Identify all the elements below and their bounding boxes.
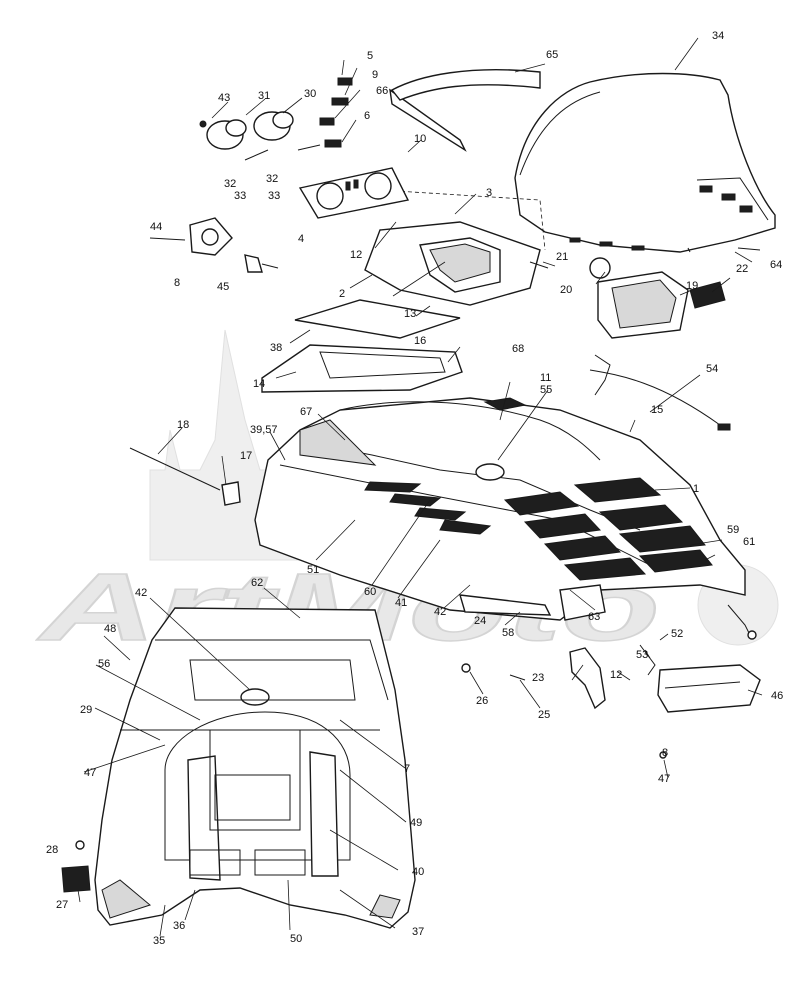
callout-48: 48 xyxy=(104,623,116,635)
callout-42-pan: 42 xyxy=(135,587,147,599)
callout-23: 23 xyxy=(532,672,544,684)
callout-12-console: 12 xyxy=(350,249,362,261)
callout-5: 5 xyxy=(367,50,373,62)
callout-54: 54 xyxy=(706,363,718,375)
callout-52: 52 xyxy=(671,628,683,640)
callout-30: 30 xyxy=(304,88,316,100)
callout-40: 40 xyxy=(412,866,424,878)
callout-8-lower: 8 xyxy=(662,747,668,759)
callout-62: 62 xyxy=(251,577,263,589)
leader-lines xyxy=(77,37,763,937)
callout-46: 46 xyxy=(771,690,783,702)
windshield xyxy=(514,72,776,253)
callout-36: 36 xyxy=(173,920,185,932)
callout-49: 49 xyxy=(410,817,422,829)
callout-55: 55 xyxy=(540,384,552,396)
callout-8-ignition: 8 xyxy=(174,277,180,289)
callout-27: 27 xyxy=(56,899,68,911)
callout-68: 68 xyxy=(512,343,524,355)
gauge-panel xyxy=(298,167,410,219)
callout-11: 11 xyxy=(540,372,551,384)
callout-24: 24 xyxy=(474,615,486,627)
callout-34: 34 xyxy=(712,30,724,42)
callout-13: 13 xyxy=(404,308,416,320)
callout-45: 45 xyxy=(217,281,229,293)
callout-25: 25 xyxy=(538,709,550,721)
callout-15: 15 xyxy=(651,404,663,416)
callout-6: 6 xyxy=(364,110,370,122)
callout-labels: 1 2 3 4 5 6 7 8 8 9 10 11 12 12 13 14 15… xyxy=(46,30,783,947)
callout-3: 3 xyxy=(486,187,492,199)
callout-10: 10 xyxy=(414,133,426,145)
callout-22: 22 xyxy=(736,263,748,275)
callout-59: 59 xyxy=(727,524,739,536)
windshield-trim xyxy=(389,69,541,152)
callout-51: 51 xyxy=(307,564,319,576)
callout-9: 9 xyxy=(372,69,378,81)
callout-33-left: 33 xyxy=(234,190,246,202)
callout-4: 4 xyxy=(298,233,304,245)
callout-67: 67 xyxy=(300,406,312,418)
callout-42-hood: 42 xyxy=(434,606,446,618)
callout-41: 41 xyxy=(395,597,407,609)
console-pad xyxy=(261,299,463,393)
callout-28: 28 xyxy=(46,844,58,856)
callout-58: 58 xyxy=(502,627,514,639)
callout-53: 53 xyxy=(636,649,648,661)
callout-43: 43 xyxy=(218,92,230,104)
callout-31: 31 xyxy=(258,90,270,102)
callout-50: 50 xyxy=(290,933,302,945)
nose-pan xyxy=(61,607,416,929)
brackets xyxy=(129,447,761,759)
callout-56: 56 xyxy=(98,658,110,670)
callout-66: 66 xyxy=(376,85,388,97)
callout-65: 65 xyxy=(546,49,558,61)
callout-7: 7 xyxy=(404,763,410,775)
callout-21: 21 xyxy=(556,251,568,263)
callout-12-bracket: 12 xyxy=(610,669,622,681)
callout-26: 26 xyxy=(476,695,488,707)
callout-2: 2 xyxy=(339,288,345,300)
main-hood xyxy=(254,397,746,621)
gauges xyxy=(199,77,353,161)
headlight-assembly xyxy=(529,257,726,339)
callout-16: 16 xyxy=(414,335,426,347)
callout-1: 1 xyxy=(693,483,699,495)
callout-64: 64 xyxy=(770,259,782,271)
callout-44: 44 xyxy=(150,221,162,233)
callout-20: 20 xyxy=(560,284,572,296)
callout-33-right: 33 xyxy=(268,190,280,202)
callout-32-left: 32 xyxy=(224,178,236,190)
callout-39-57: 39,57 xyxy=(250,424,278,436)
callout-17: 17 xyxy=(240,450,252,462)
callout-60: 60 xyxy=(364,586,376,598)
callout-18: 18 xyxy=(177,419,189,431)
callout-47-pan: 47 xyxy=(84,767,96,779)
callout-37: 37 xyxy=(412,926,424,938)
wiring-harness xyxy=(589,354,731,431)
console-upper xyxy=(364,189,546,306)
callout-29: 29 xyxy=(80,704,92,716)
callout-19: 19 xyxy=(686,280,698,292)
callout-63: 63 xyxy=(588,611,600,623)
callout-32-right: 32 xyxy=(266,173,278,185)
callout-35: 35 xyxy=(153,935,165,947)
callout-61: 61 xyxy=(743,536,755,548)
callout-14: 14 xyxy=(253,378,265,390)
ignition-switch xyxy=(149,217,279,273)
callout-38: 38 xyxy=(270,342,282,354)
callout-47-lower: 47 xyxy=(658,773,670,785)
